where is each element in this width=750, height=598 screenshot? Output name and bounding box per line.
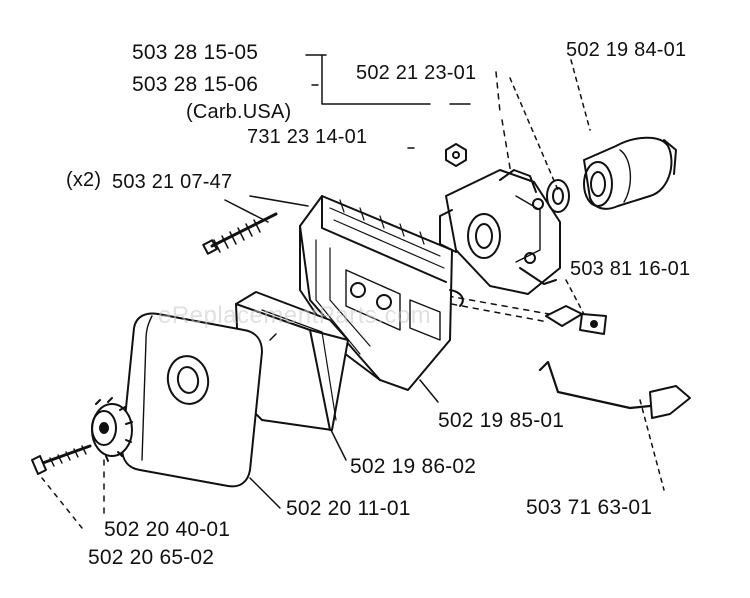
carb-housing-part: [299, 195, 464, 391]
label-screw-qty: (x2): [66, 169, 102, 191]
knob-screw-part: [31, 444, 92, 475]
label-screw: 503 21 07-47: [112, 171, 233, 193]
label-throttle-rod: 503 71 63-01: [526, 496, 653, 519]
label-carb-gasket-top: 502 21 23-01: [356, 62, 477, 84]
air-intake-part: [583, 136, 677, 210]
label-carb-alt: 503 28 15-06: [132, 73, 259, 96]
label-filter: 502 19 86-02: [350, 455, 477, 478]
knob-part: [91, 397, 133, 462]
throttle-rod-part: [538, 360, 691, 419]
leader-lines: [41, 54, 665, 529]
label-carb-main: 503 28 15-05: [132, 41, 259, 64]
carburetor-part: [439, 169, 561, 295]
choke-lever-part: [545, 305, 607, 335]
watermark: eReplacementParts.com: [158, 302, 432, 329]
label-carb-housing: 502 19 85-01: [438, 409, 565, 432]
screw-part: [202, 212, 278, 255]
label-choke-lever: 503 81 16-01: [570, 258, 691, 280]
label-air-intake: 502 19 84-01: [566, 39, 687, 61]
filter-cover-part: [121, 312, 263, 488]
nut-part: [445, 143, 467, 167]
label-filter-cover: 502 20 11-01: [286, 497, 411, 520]
label-knob-screw: 502 20 40-01: [104, 518, 231, 541]
spacer-ring-part: [546, 179, 570, 213]
label-spacer: 731 23 14-01: [247, 126, 368, 148]
label-carb-note: (Carb.USA): [186, 101, 292, 123]
label-knob: 502 20 65-02: [88, 546, 215, 569]
